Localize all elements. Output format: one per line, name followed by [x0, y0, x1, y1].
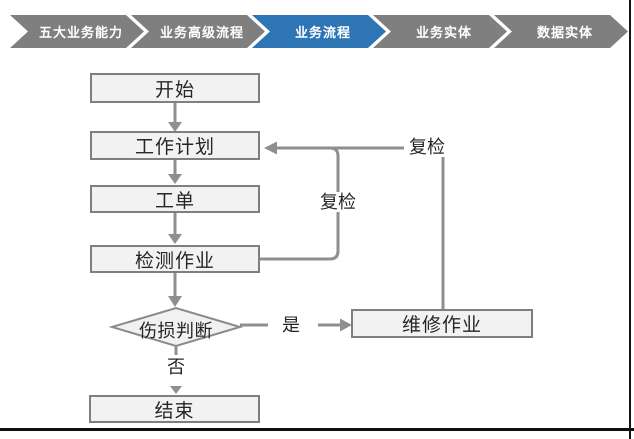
tab-data-entity[interactable]: 数据实体 [494, 15, 628, 48]
node-damage-decision: 伤损判断 [139, 321, 213, 341]
tab-five-business-capabilities[interactable]: 五大业务能力 [10, 15, 144, 48]
edge-label-recheck-inner: 复检 [315, 192, 361, 212]
page-border-bottom [0, 428, 634, 431]
node-work-plan: 工作计划 [90, 131, 260, 160]
edge-label-recheck-outer: 复检 [404, 137, 450, 157]
node-start: 开始 [90, 73, 260, 103]
page-border-right [629, 0, 631, 439]
decision-diamond-shape [108, 306, 244, 348]
edge-label-no: 否 [162, 357, 190, 377]
node-end: 结束 [89, 395, 260, 423]
breadcrumb: 五大业务能力 业务高级流程 业务流程 业务实体 数据实体 [10, 15, 615, 48]
tab-business-high-level-process[interactable]: 业务高级流程 [131, 15, 265, 48]
node-work-order: 工单 [90, 185, 260, 213]
edge-label-yes: 是 [277, 315, 305, 335]
node-repair-job: 维修作业 [351, 309, 533, 338]
tab-business-entity[interactable]: 业务实体 [373, 15, 507, 48]
node-inspection-job: 检测作业 [90, 245, 260, 273]
tab-business-process-active[interactable]: 业务流程 [252, 15, 386, 48]
